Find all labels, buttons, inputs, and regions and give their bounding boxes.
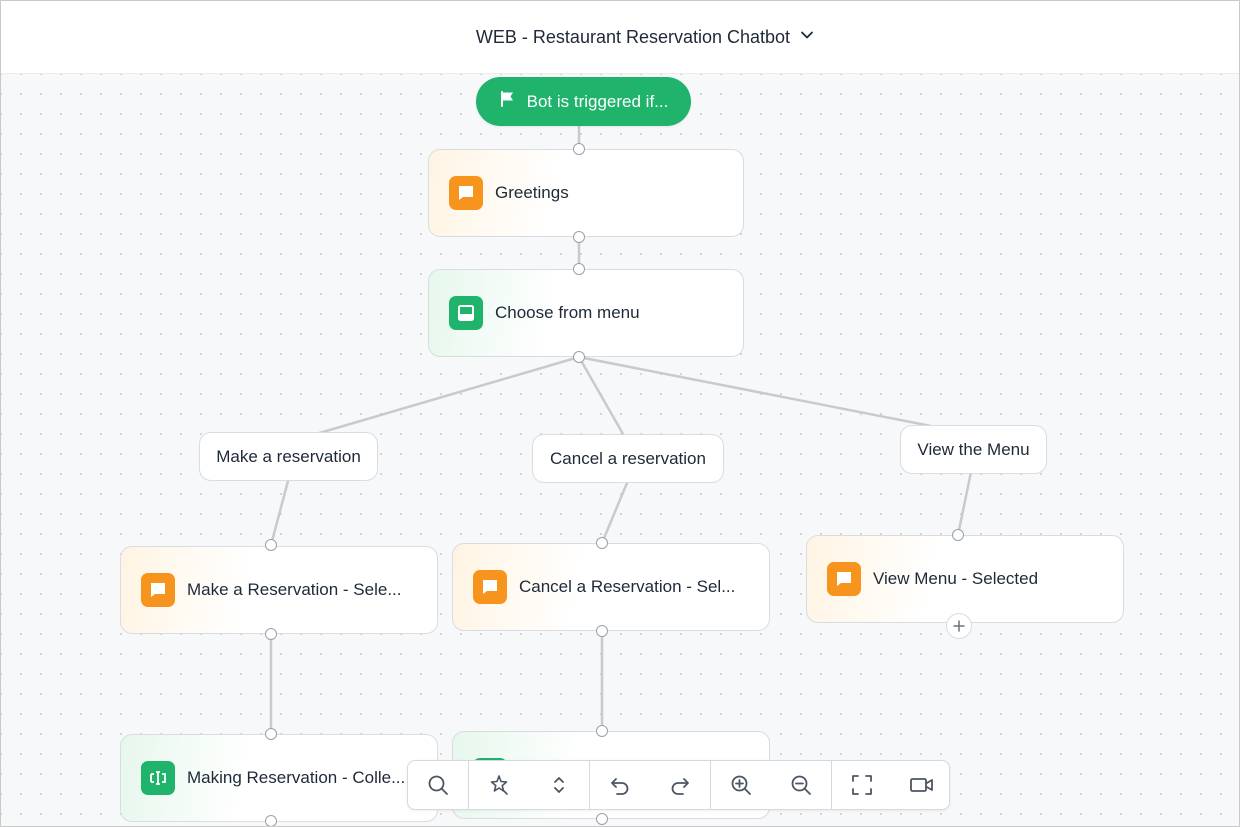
- port-make-out[interactable]: [265, 628, 277, 640]
- port-greetings-in[interactable]: [573, 143, 585, 155]
- menu-block-icon: [449, 296, 483, 330]
- collapse-expand-button[interactable]: [529, 761, 589, 809]
- port-view-in[interactable]: [952, 529, 964, 541]
- node-label: Make a Reservation - Sele...: [187, 580, 402, 599]
- edge-cancel-node: [600, 481, 629, 545]
- port-collect-out[interactable]: [265, 815, 277, 826]
- port-cancel-out[interactable]: [596, 625, 608, 637]
- node-label: Cancel a Reservation - Sel...: [519, 577, 736, 596]
- top-header: WEB - Restaurant Reservation Chatbot: [1, 1, 1239, 74]
- node-making-reservation-collect[interactable]: Making Reservation - Colle...: [120, 734, 438, 822]
- port-cancel-in[interactable]: [596, 537, 608, 549]
- toolbar-group-history: [590, 761, 711, 809]
- port-greetings-out[interactable]: [573, 231, 585, 243]
- fullscreen-button[interactable]: [832, 761, 892, 809]
- collapse-expand-icon: [554, 777, 564, 793]
- message-icon: [449, 176, 483, 210]
- redo-icon: [671, 778, 689, 795]
- zoom-out-icon: [791, 775, 811, 795]
- plus-icon: [953, 620, 965, 632]
- node-label: Choose from menu: [495, 303, 640, 322]
- chevron-down-icon: [800, 28, 814, 47]
- flow-canvas[interactable]: Bot is triggered if... Greetings Choose …: [1, 74, 1239, 826]
- port-cancel-next-in[interactable]: [596, 725, 608, 737]
- video-button[interactable]: [892, 761, 952, 809]
- auto-arrange-button[interactable]: [469, 761, 529, 809]
- node-label: Greetings: [495, 183, 569, 202]
- port-cancel-next-out[interactable]: [596, 813, 608, 825]
- edge-make-node: [269, 479, 290, 547]
- toolbar-group-arrange: [469, 761, 590, 809]
- canvas-toolbar: [407, 760, 950, 810]
- toolbar-group-zoom: [711, 761, 832, 809]
- bot-title: WEB - Restaurant Reservation Chatbot: [475, 26, 791, 47]
- message-icon: [827, 562, 861, 596]
- undo-button[interactable]: [590, 761, 650, 809]
- search-icon: [428, 775, 448, 795]
- bot-title-dropdown[interactable]: WEB - Restaurant Reservation Chatbot: [476, 27, 814, 48]
- add-step-button[interactable]: [946, 613, 972, 639]
- connector-lines: [269, 124, 973, 736]
- edge-menu-view: [577, 355, 933, 428]
- option-label: Make a reservation: [216, 446, 361, 466]
- edge-menu-cancel: [577, 355, 625, 436]
- option-make-reservation[interactable]: Make a reservation: [199, 432, 378, 481]
- option-label: Cancel a reservation: [550, 448, 706, 468]
- option-cancel-reservation[interactable]: Cancel a reservation: [532, 434, 724, 483]
- zoom-in-button[interactable]: [711, 761, 771, 809]
- message-icon: [473, 570, 507, 604]
- message-icon: [141, 573, 175, 607]
- port-make-in[interactable]: [265, 539, 277, 551]
- node-label: Making Reservation - Colle...: [187, 768, 406, 787]
- undo-icon: [611, 778, 629, 795]
- port-collect-in[interactable]: [265, 728, 277, 740]
- flag-icon: [499, 90, 517, 113]
- fullscreen-icon: [852, 775, 872, 795]
- option-view-menu[interactable]: View the Menu: [900, 425, 1047, 474]
- node-choose-from-menu[interactable]: Choose from menu: [428, 269, 744, 357]
- edge-view-node: [956, 470, 973, 537]
- node-cancel-reservation-selected[interactable]: Cancel a Reservation - Sel...: [452, 543, 770, 631]
- auto-arrange-icon: [490, 775, 508, 795]
- zoom-out-button[interactable]: [771, 761, 831, 809]
- node-greetings[interactable]: Greetings: [428, 149, 744, 237]
- port-menu-out[interactable]: [573, 351, 585, 363]
- zoom-in-icon: [731, 775, 751, 795]
- node-label: View Menu - Selected: [873, 569, 1039, 588]
- toolbar-group-view: [832, 761, 952, 809]
- redo-button[interactable]: [650, 761, 710, 809]
- video-icon: [910, 778, 933, 792]
- node-view-menu-selected[interactable]: View Menu - Selected: [806, 535, 1124, 623]
- trigger-label: Bot is triggered if...: [526, 91, 669, 111]
- search-button[interactable]: [408, 761, 468, 809]
- option-label: View the Menu: [917, 439, 1030, 459]
- bot-trigger-node[interactable]: Bot is triggered if...: [476, 77, 691, 126]
- port-menu-in[interactable]: [573, 263, 585, 275]
- node-make-reservation-selected[interactable]: Make a Reservation - Sele...: [120, 546, 438, 634]
- toolbar-group-search: [408, 761, 469, 809]
- edge-menu-make: [314, 355, 581, 436]
- input-field-icon: [141, 761, 175, 795]
